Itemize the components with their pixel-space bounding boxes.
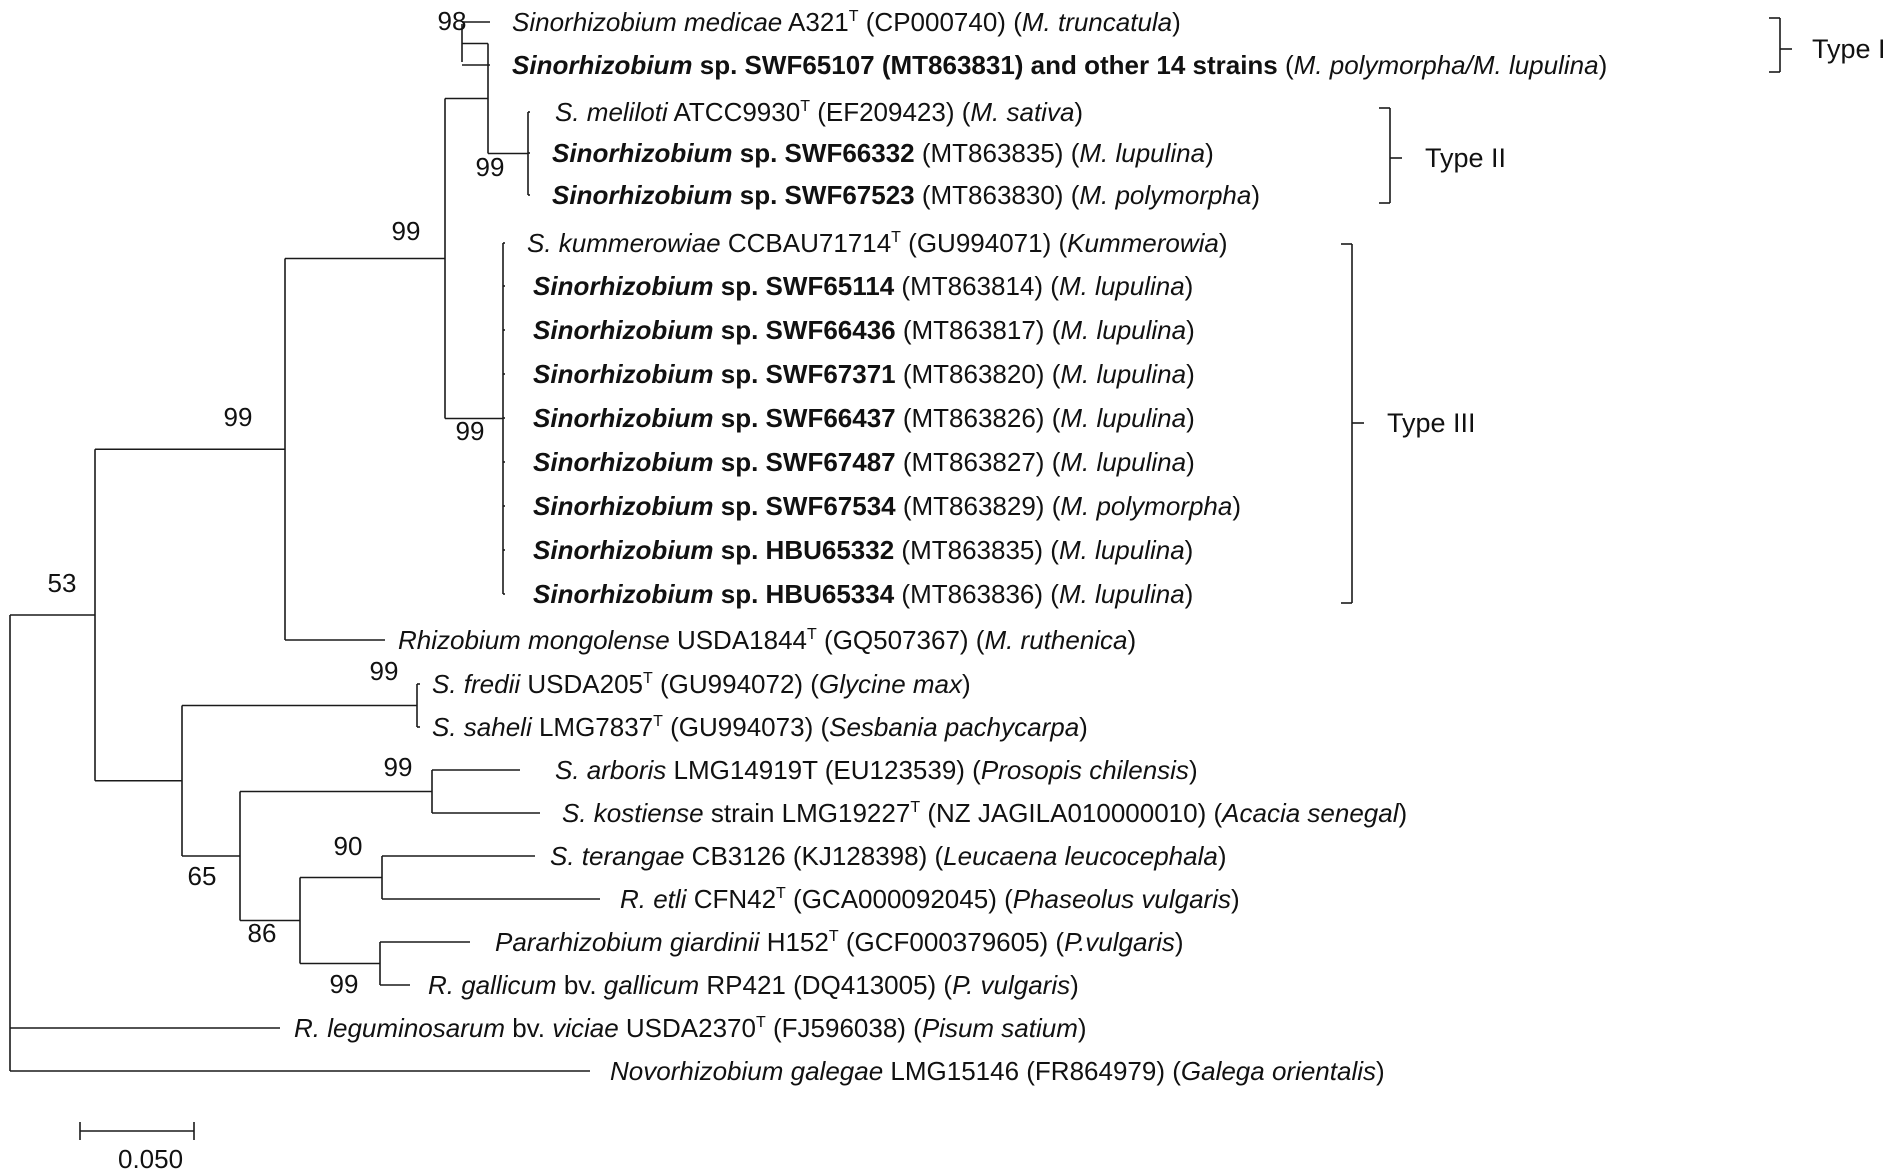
taxon-label: Sinorhizobium sp. SWF67523 (MT863830) (M… [552,180,1260,210]
bootstrap-value: 99 [456,416,485,446]
bootstrap-value: 99 [476,152,505,182]
bootstrap-value: 90 [334,831,363,861]
taxon-label: Sinorhizobium sp. SWF66436 (MT863817) (M… [533,315,1195,345]
taxon-label: Rhizobium mongolense USDA1844T (GQ507367… [398,625,1136,655]
taxon-label: S. kummerowiae CCBAU71714T (GU994071) (K… [527,228,1228,258]
taxon-label: S. fredii USDA205T (GU994072) (Glycine m… [432,669,971,699]
taxon-label: S. arboris LMG14919T (EU123539) (Prosopi… [555,755,1198,785]
taxon-label: Pararhizobium giardinii H152T (GCF000379… [495,927,1184,957]
bootstrap-value: 99 [384,752,413,782]
bootstrap-value: 99 [370,656,399,686]
bootstrap-values: 98 99 99 99 99 53 99 99 65 90 86 99 [48,6,505,999]
type-groups: Type I Type II Type III [1341,17,1886,604]
bootstrap-value: 53 [48,568,77,598]
taxon-label: Sinorhizobium sp. SWF67487 (MT863827) (M… [533,447,1195,477]
bootstrap-value: 65 [188,861,217,891]
group-label: Type II [1425,143,1506,173]
taxon-label: Sinorhizobium medicae A321T (CP000740) (… [512,7,1181,37]
taxon-label: S. kostiense strain LMG19227T (NZ JAGILA… [562,798,1407,828]
taxon-label: R. leguminosarum bv. viciae USDA2370T (F… [294,1013,1087,1043]
taxon-label: Sinorhizobium sp. HBU65334 (MT863836) (M… [533,579,1193,609]
taxon-label: Novorhizobium galegae LMG15146 (FR864979… [610,1056,1385,1086]
group-label: Type III [1387,408,1476,438]
taxon-label: Sinorhizobium sp. SWF65114 (MT863814) (M… [533,271,1193,301]
taxon-label: Sinorhizobium sp. SWF65107 (MT863831) an… [512,50,1607,80]
taxon-label: Sinorhizobium sp. SWF66437 (MT863826) (M… [533,403,1195,433]
scale-bar: 0.050 [79,1122,195,1174]
taxon-label: Sinorhizobium sp. SWF67371 (MT863820) (M… [533,359,1195,389]
bootstrap-value: 98 [438,6,467,36]
taxon-label: Sinorhizobium sp. SWF67534 (MT863829) (M… [533,491,1241,521]
tree-branches [9,21,600,1072]
taxon-label: S. terangae CB3126 (KJ128398) (Leucaena … [550,841,1227,871]
bootstrap-value: 99 [392,216,421,246]
bootstrap-value: 86 [248,918,277,948]
group-label: Type I [1812,34,1886,64]
taxon-label: Sinorhizobium sp. SWF66332 (MT863835) (M… [552,138,1214,168]
taxon-label: S. saheli LMG7837T (GU994073) (Sesbania … [432,712,1088,742]
bootstrap-value: 99 [330,969,359,999]
taxon-label: Sinorhizobium sp. HBU65332 (MT863835) (M… [533,535,1193,565]
taxon-label: R. gallicum bv. gallicum RP421 (DQ413005… [428,970,1079,1000]
taxon-labels: Sinorhizobium medicae A321T (CP000740) (… [294,7,1607,1086]
bootstrap-value: 99 [224,402,253,432]
taxon-label: S. meliloti ATCC9930T (EF209423) (M. sat… [555,97,1083,127]
scale-bar-label: 0.050 [118,1144,183,1174]
taxon-label: R. etli CFN42T (GCA000092045) (Phaseolus… [620,884,1240,914]
